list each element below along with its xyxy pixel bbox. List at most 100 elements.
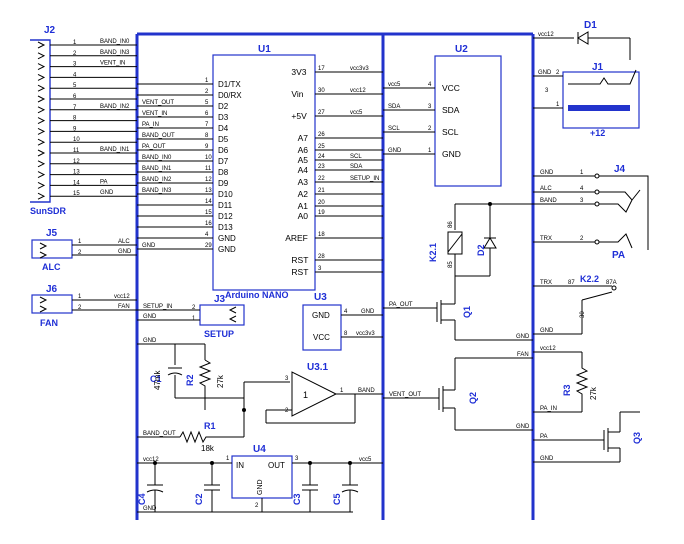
j4-net-gnd: GND (540, 170, 554, 176)
j5-ref: J5 (46, 228, 58, 239)
u1-num-21: 21 (318, 188, 325, 194)
c1-ref: C1 (150, 374, 162, 384)
u1-pin-d2: D2 (218, 102, 229, 111)
j2-pin-10: 10 (73, 137, 80, 143)
u4-in: IN (236, 461, 244, 470)
u4-out-net: vcc5 (359, 457, 372, 463)
u1-num-10: 10 (205, 155, 212, 161)
cap-c2: C2 (194, 493, 204, 505)
k21-p86: 86 (448, 221, 454, 228)
r2-ref: R2 (185, 374, 195, 386)
u1-pin-d3: D3 (218, 113, 229, 122)
u4-gnd: GND (257, 479, 264, 495)
j1-pin2: 2 (556, 70, 560, 76)
r3-ref: R3 (562, 384, 572, 396)
j2-pin-8: 8 (73, 116, 77, 122)
u1-num-13: 13 (205, 188, 212, 194)
k22-ref: K2.2 (580, 274, 599, 284)
u1-net-r-vcc12: vcc12 (350, 88, 366, 94)
u1-num-5: 5 (205, 100, 209, 106)
u1-pin-r-a3: A3 (298, 177, 309, 187)
r1-value: 18k (201, 444, 215, 453)
j4-ref: J4 (614, 164, 626, 175)
j2-pin-12: 12 (73, 159, 80, 165)
u1-pin-d7: D7 (218, 157, 229, 166)
q2-mosfet: VENT_OUT FAN GND Q2 (383, 352, 533, 431)
u1-label: Arduino NANO (225, 290, 289, 300)
u1-pin-r-+5v: +5V (291, 111, 307, 121)
u3-pin-gnd: GND (312, 311, 330, 320)
u1-num-11: 11 (205, 166, 212, 172)
u1-net-r-setup_in: SETUP_IN (350, 176, 379, 182)
u1-num-30: 30 (318, 88, 325, 94)
u31-ref: U3.1 (307, 362, 329, 373)
j3-net2: SETUP_IN (143, 304, 172, 310)
j4-net-alc: ALC (540, 186, 552, 192)
r3-value: 27k (589, 386, 598, 400)
u3-net-gnd: GND (361, 309, 375, 315)
disp-net-scl: SCL (388, 126, 400, 132)
u1-num-4: 4 (205, 232, 209, 238)
u1-num-18: 18 (318, 232, 325, 238)
j4-net-band: BAND (540, 198, 557, 204)
r3-vcc-net: vcc12 (540, 346, 556, 352)
u2-num-1: 1 (428, 148, 432, 154)
u1-num-1: 1 (205, 78, 209, 84)
u31-pin3: 3 (285, 376, 289, 382)
u4-out: OUT (268, 461, 285, 470)
j2-pin-7: 7 (73, 105, 77, 111)
vent-out-net: VENT_OUT (389, 392, 421, 398)
j4-pin4: 4 (580, 186, 584, 192)
u31-gain: 1 (303, 390, 308, 400)
pa-in-net: PA_IN (540, 406, 557, 412)
r2-value: 27k (216, 374, 225, 388)
cap-c4: C4 (137, 493, 147, 505)
u1-net-band_out: BAND_OUT (142, 133, 175, 139)
u1-pin-r-a2: A2 (298, 189, 309, 199)
u1-pin-d12: D12 (218, 212, 233, 221)
band-net: BAND (358, 388, 375, 394)
u2-num-4: 4 (428, 82, 432, 88)
u1-net-vent_out: VENT_OUT (142, 100, 174, 106)
band-buffer: GND C1 47mk R2 27k U3.1 1 3 2 1 BAND BAN… (137, 338, 383, 453)
j3-label: SETUP (204, 329, 234, 339)
relay-k21: K2.1 86 85 D2 (428, 202, 533, 298)
u1-num-19: 19 (318, 210, 325, 216)
k22-gnd-net: GND (540, 328, 554, 334)
j6-label: FAN (40, 318, 58, 328)
u1-net-pa_out: PA_OUT (142, 144, 166, 150)
u1-net-r-vcc3v3: vcc3v3 (350, 66, 369, 72)
u1-pin-r-a4: A4 (298, 165, 309, 175)
u2-pin-scl: SCL (442, 127, 459, 137)
j2-pin-11: 11 (73, 148, 80, 154)
u1-num-23: 23 (318, 164, 325, 170)
u1-pin-r-a0: A0 (298, 211, 309, 221)
j2-pin-14: 14 (73, 180, 80, 186)
u1-num-28: 28 (318, 254, 325, 260)
u1-pin-d11: D11 (218, 201, 233, 210)
u3-chip: U3 GND VCC 4 8 GND vcc3v3 (302, 292, 383, 351)
u1-pin-d5: D5 (218, 135, 229, 144)
u1-pin-r-rst: RST (291, 255, 308, 265)
j2-pin-2: 2 (73, 51, 77, 57)
u1-num-25: 25 (318, 144, 325, 150)
u4-pin3: 3 (295, 456, 299, 462)
u3-ref: U3 (314, 292, 327, 303)
j5-net2: GND (118, 249, 132, 255)
j6-pin1: 1 (78, 294, 82, 300)
j3-ref: J3 (214, 294, 226, 305)
u3-num4: 4 (344, 309, 348, 315)
j4-net-trx: TRX (540, 236, 552, 242)
u1-pin-d8: D8 (218, 168, 229, 177)
u1-num-17: 17 (318, 66, 325, 72)
j4-pin2: 2 (580, 236, 584, 242)
u1-num-9: 9 (205, 144, 209, 150)
u2-ref: U2 (455, 44, 468, 55)
u1-num-22: 22 (318, 176, 325, 182)
cap-c5: C5 (332, 493, 342, 505)
d2-ref: D2 (476, 244, 486, 256)
j5-net1: ALC (118, 239, 130, 245)
u2-num-3: 3 (428, 104, 432, 110)
